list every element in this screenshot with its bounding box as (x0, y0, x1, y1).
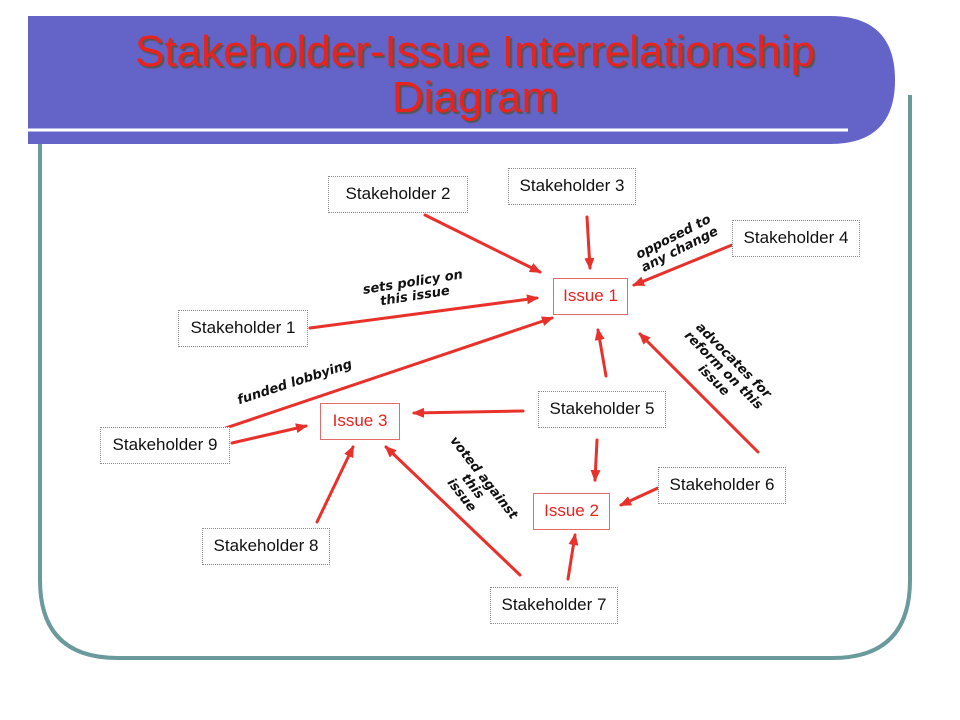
arrow-s7-issue3 (384, 445, 522, 577)
arrow-s5-issue2 (590, 438, 601, 482)
title-bar (28, 16, 895, 144)
arrow-s2-issue1 (423, 213, 542, 274)
arrow-s6-issue2 (619, 486, 660, 507)
node-issue-3: Issue 3 (320, 403, 400, 440)
arrow-s9-issue1 (203, 316, 554, 437)
node-stakeholder-3: Stakeholder 3 (508, 168, 636, 205)
arrow-s5-issue1 (594, 328, 608, 378)
node-stakeholder-2: Stakeholder 2 (328, 176, 468, 213)
node-stakeholder-1: Stakeholder 1 (178, 310, 308, 347)
arrow-s7-issue2 (566, 533, 579, 581)
arrow-s3-issue1 (584, 215, 595, 270)
node-stakeholder-7: Stakeholder 7 (490, 587, 618, 624)
node-stakeholder-9: Stakeholder 9 (100, 427, 230, 464)
node-stakeholder-5: Stakeholder 5 (538, 391, 666, 428)
node-stakeholder-4: Stakeholder 4 (732, 220, 860, 257)
slide-title-line-1: Stakeholder-Issue Interrelationship (135, 27, 815, 76)
arrow-s5-issue3 (412, 407, 525, 418)
arrow-s8-issue3 (315, 445, 355, 524)
node-stakeholder-8: Stakeholder 8 (202, 528, 330, 565)
arrow-s6-issue1 (638, 332, 760, 454)
node-issue-2: Issue 2 (533, 493, 610, 530)
arrow-s9-issue3 (230, 423, 308, 445)
arrow-s4-issue1 (632, 243, 734, 287)
arrow-s1-issue1 (308, 294, 539, 330)
slide-title-line-2: Diagram (391, 73, 559, 122)
node-stakeholder-6: Stakeholder 6 (658, 467, 786, 504)
slide-frame (38, 95, 912, 660)
node-issue-1: Issue 1 (553, 278, 628, 315)
